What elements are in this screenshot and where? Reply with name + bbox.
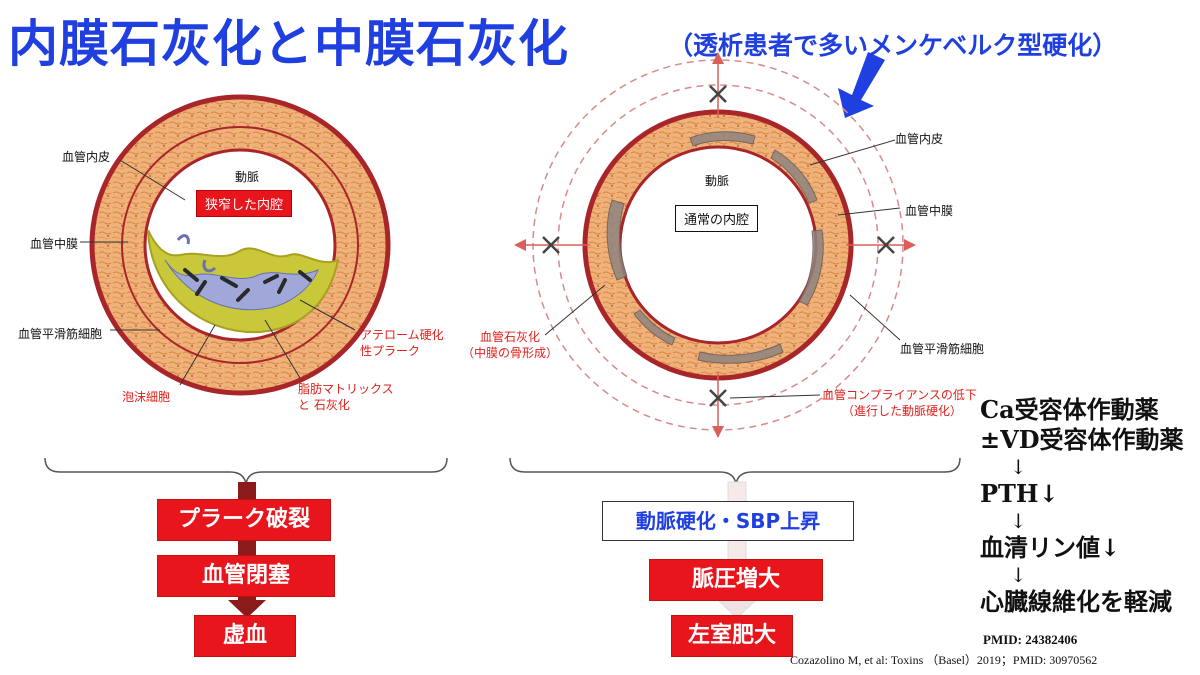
chain-vd-agonist: ±VD受容体作動薬 xyxy=(980,425,1184,454)
label-atheroma-line2: 性プラーク xyxy=(360,344,421,358)
left-vessel xyxy=(80,94,391,396)
right-brace xyxy=(509,457,961,485)
label-artery-left: 動脈 xyxy=(235,170,260,184)
label-lipid-line1: 脂肪マトリックス xyxy=(298,382,394,396)
flow-pulse-pressure: 脈圧増大 xyxy=(650,560,822,600)
label-calcification-line1: 血管石灰化 xyxy=(480,330,541,344)
label-smooth-muscle-left: 血管平滑筋細胞 xyxy=(18,327,103,341)
label-artery-right: 動脈 xyxy=(705,174,730,188)
chain-arrow-2: ↓ xyxy=(1010,509,1027,533)
page-subtitle: （透析患者で多いメンケベルク型硬化） xyxy=(668,31,1118,60)
flow-plaque-rupture: プラーク破裂 xyxy=(158,500,330,540)
left-flow-head xyxy=(228,600,266,618)
label-atheroma-line1: アテローム硬化 xyxy=(360,328,444,342)
label-narrowed-lumen: 狭窄した内腔 xyxy=(196,190,293,217)
chain-arrow-3: ↓ xyxy=(1010,563,1027,587)
label-media-right: 血管中膜 xyxy=(905,204,954,218)
label-compliance-line2: （進行した動脈硬化） xyxy=(842,404,963,418)
chain-pth: PTH↓ xyxy=(980,479,1059,508)
flow-arteriosclerosis: 動脈硬化・SBP上昇 xyxy=(602,501,854,541)
chain-ca-agonist: Ca受容体作動薬 xyxy=(980,395,1159,424)
label-normal-lumen: 通常の内腔 xyxy=(675,205,759,232)
chain-fibrosis: 心臓線維化を軽減 xyxy=(980,587,1172,616)
chain-phosphate: 血清リン値↓ xyxy=(980,533,1121,562)
right-vessel xyxy=(514,52,916,438)
label-lipid-line2: と 石灰化 xyxy=(298,398,350,412)
label-calcification-line2: （中膜の骨形成） xyxy=(462,346,559,360)
flow-ischemia: 虚血 xyxy=(195,616,295,656)
label-media-left: 血管中膜 xyxy=(30,237,79,251)
flow-vessel-occlusion: 血管閉塞 xyxy=(158,556,334,596)
chain-arrow-1: ↓ xyxy=(1010,455,1027,479)
left-brace xyxy=(44,457,448,485)
treatment-chain: Ca受容体作動薬 ±VD受容体作動薬 ↓ PTH↓ ↓ 血清リン値↓ ↓ 心臓線… xyxy=(980,395,1184,617)
citation: Cozazolino M, et al: Toxins （Basel）2019；… xyxy=(790,653,1098,667)
flow-lvh: 左室肥大 xyxy=(672,616,792,656)
blue-pointer-arrow xyxy=(838,52,885,118)
label-intima-left: 血管内皮 xyxy=(62,150,111,164)
page-title: 内膜石灰化と中膜石灰化 xyxy=(8,15,569,73)
label-intima-right: 血管内皮 xyxy=(895,132,944,146)
medial-calcification xyxy=(606,131,824,364)
right-flow-head xyxy=(716,599,758,619)
restriction-x-marks xyxy=(542,85,895,407)
pmid-reference: PMID: 24382406 xyxy=(983,632,1078,647)
label-smooth-muscle-right: 血管平滑筋細胞 xyxy=(900,342,985,356)
label-foam-cell: 泡沫細胞 xyxy=(122,390,171,404)
label-compliance-line1: 血管コンプライアンスの低下 xyxy=(822,388,977,402)
